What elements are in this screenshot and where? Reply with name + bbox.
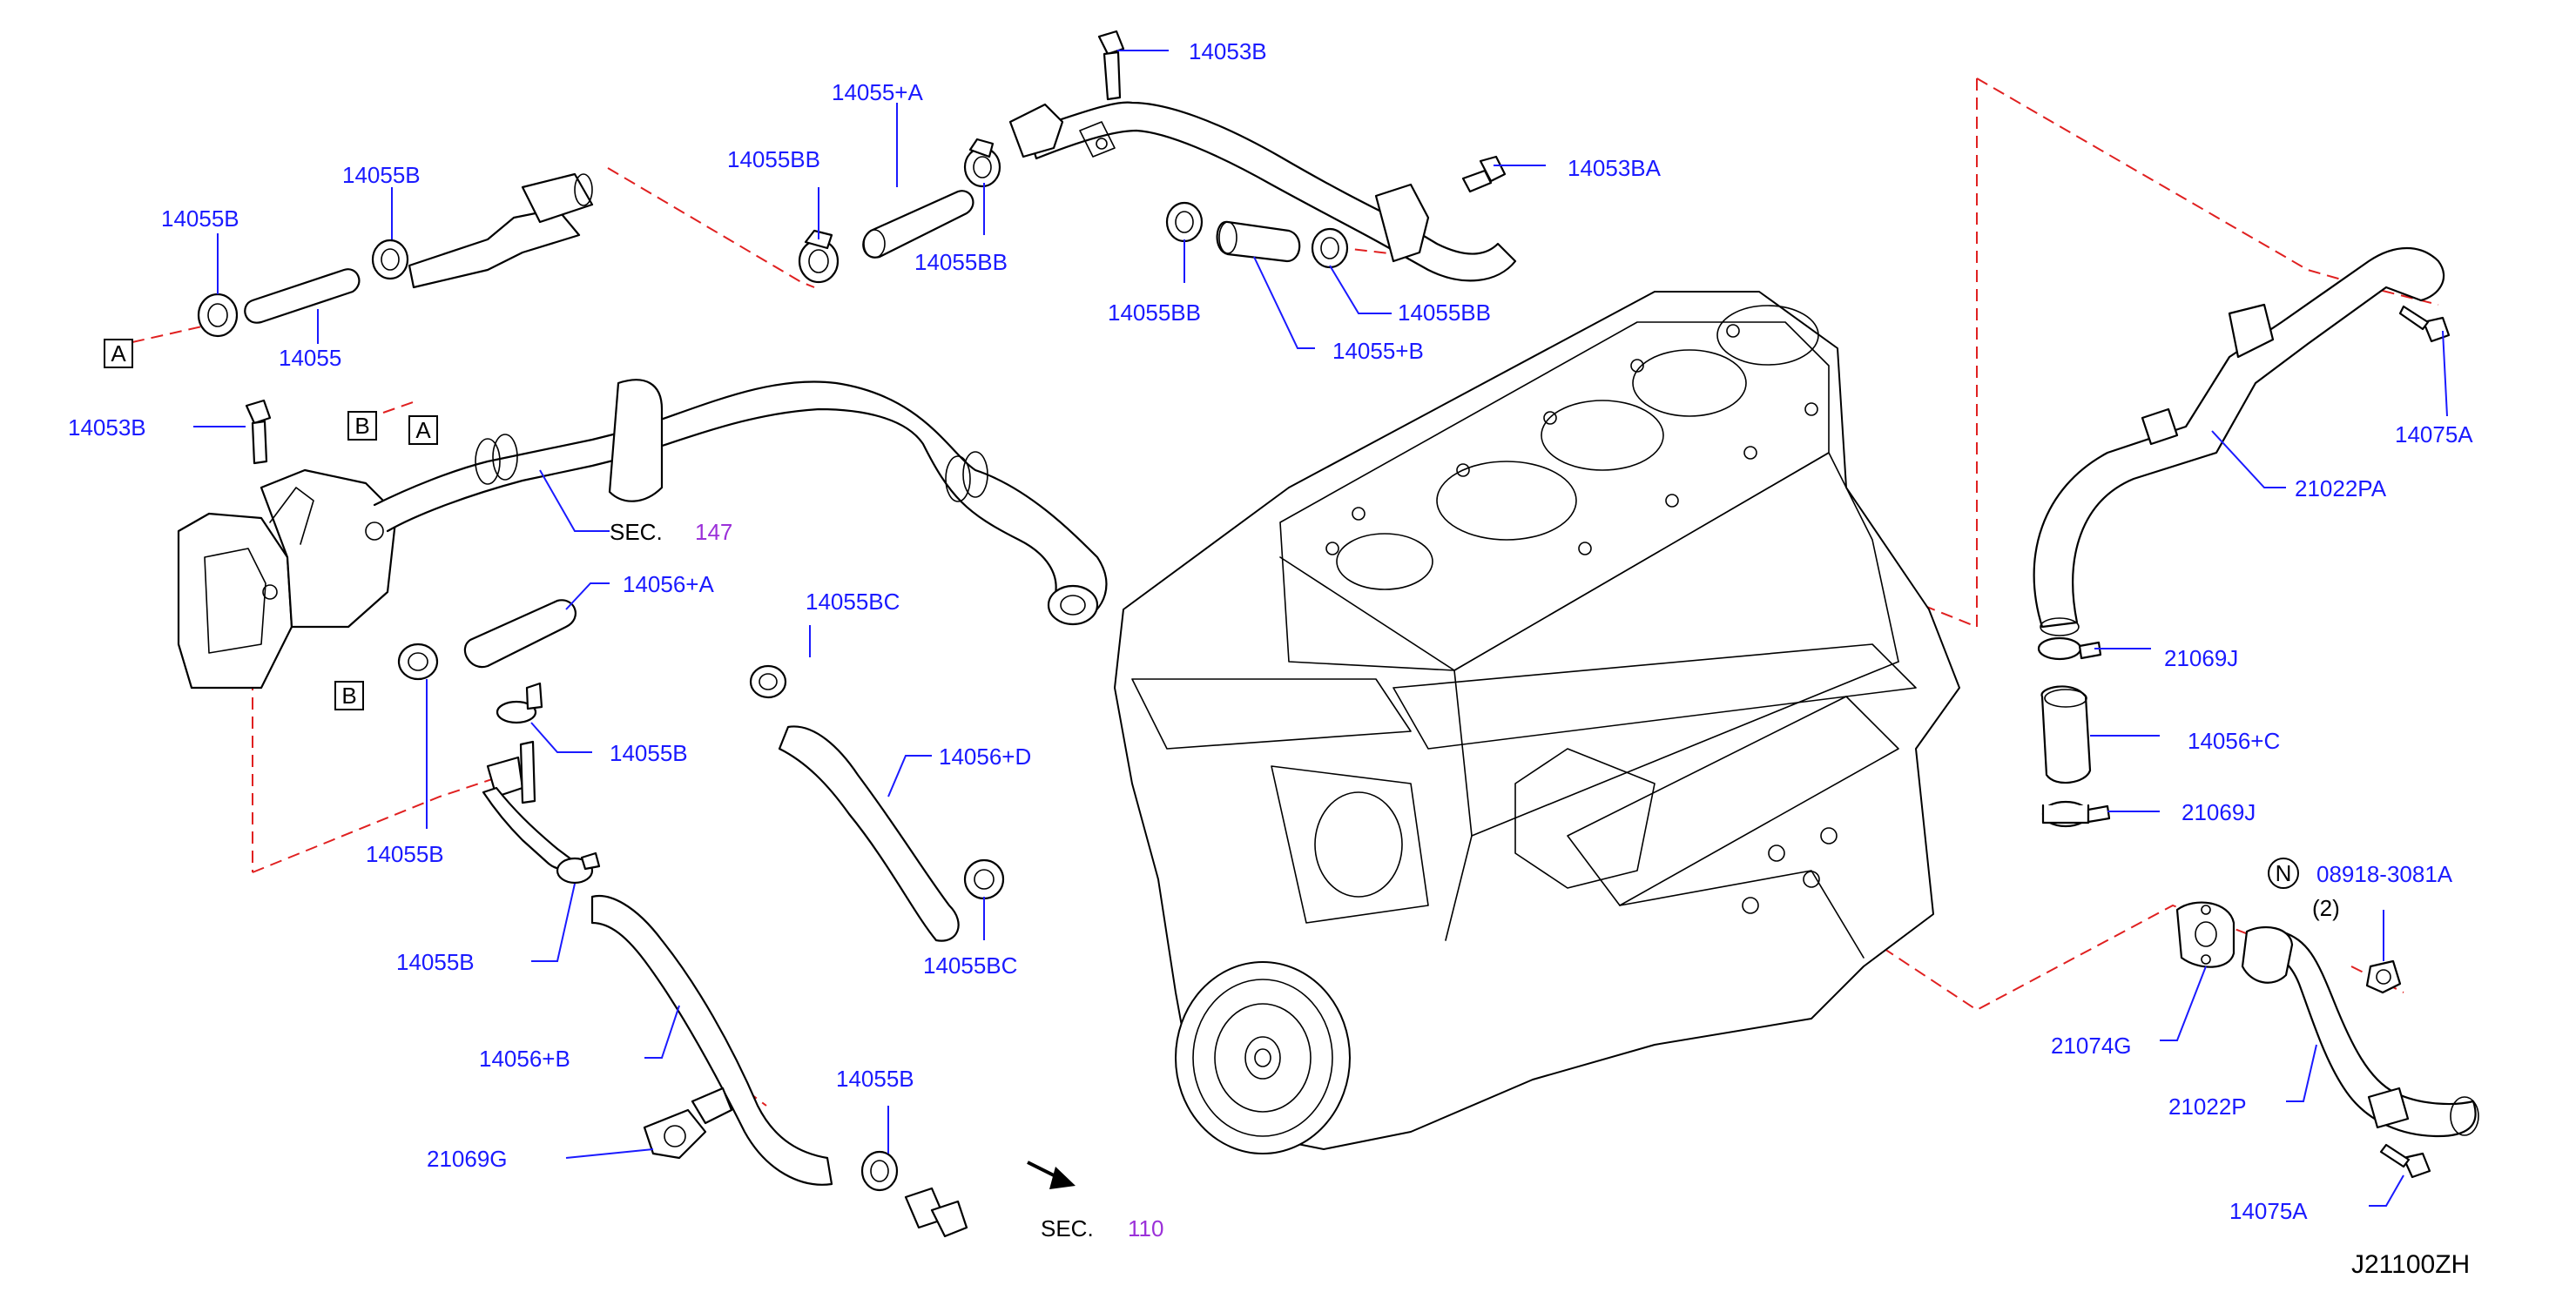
ref-B-mid-text: B [341,683,356,709]
hose-14055B-upper [1216,220,1301,263]
bolt-14075A-top [2398,305,2451,343]
label-14056B: 14056+B [479,1046,570,1072]
label-14055: 14055 [279,345,341,371]
clamp-21069J [2041,800,2111,828]
label-08918-3081A: 08918-3081A [2316,861,2453,887]
sec110-prefix: SEC. [1041,1215,1094,1242]
label-14055B-4: 14055B [366,841,444,867]
tube-14055-fitting [408,172,594,289]
label-14055BC-2: 14055BC [923,952,1017,979]
label-21022P: 21022P [2168,1093,2247,1120]
part-labels: 14053B 14055+A 14055BB 14055BB 14053BA 1… [68,38,2473,1242]
clamp-14055B-mid-2 [496,682,543,724]
clamp-14055B-top-2 [371,239,409,280]
nut-08918-3081A [2365,959,2402,994]
label-21069J-top: 21069J [2164,645,2238,671]
ref-A-mid-text: A [415,417,431,443]
hose-14056D [778,725,960,942]
bolt-14075A-bottom [2379,1143,2431,1179]
label-14075A-2: 14075A [2229,1198,2308,1224]
label-14055B-2: 14055B [161,205,239,232]
ref-B-text: B [354,413,369,439]
label-14075A-1: 14075A [2395,421,2473,447]
hose-14055A [862,190,974,259]
bolt-14053B-left [245,399,272,465]
sec110-number: 110 [1128,1215,1163,1242]
hose-14056C [2040,685,2092,784]
label-14055BC-1: 14055BC [806,589,900,615]
water-pipe-top [1008,101,1517,282]
ref-box-B-top: B [347,411,377,441]
ref-box-A-mid: A [408,415,438,445]
diagram-code: J21100ZH [2351,1250,2470,1279]
clamp-14055BB-2 [963,138,1001,188]
label-14055B-3: 14055B [610,740,688,766]
label-14053BA: 14053BA [1568,155,1662,181]
label-14055B-5: 14055B [396,949,475,975]
bolt-14053B-top [1097,30,1125,101]
arrow-sec110 [1027,1161,1076,1189]
bolt-14053BA [1461,155,1507,193]
label-14053B-top: 14053B [1189,38,1267,64]
label-14055BB-2: 14055BB [914,249,1008,275]
label-14055BB-3: 14055BB [1108,299,1201,326]
label-14055A: 14055+A [832,79,923,105]
pipe-21022P [2241,925,2479,1138]
clamp-14055BC-1 [749,664,787,699]
clamp-14055BC-2 [963,858,1005,900]
ref-N-text: N [2276,860,2292,886]
sec147-prefix: SEC. [610,519,663,545]
gasket-21074G [2175,901,2235,968]
ref-A-text: A [111,340,126,367]
label-14056A: 14056+A [623,571,714,597]
clamp-14055B-mid-3 [556,851,601,885]
clamp-14055B-mid-1 [397,643,439,681]
label-14055BB-1: 14055BB [727,146,820,172]
ref-circle-N: N [2268,858,2299,889]
pipe-21022PA [2033,246,2445,636]
label-21069J: 21069J [2182,799,2256,825]
clamp-14055BB-4 [1311,227,1349,269]
label-14053B-left: 14053B [68,414,146,441]
label-14055B-1: 14055B [342,162,421,188]
clamp-21069J-top [2037,636,2102,661]
ref-box-B-mid: B [334,681,364,710]
egr-tube [373,379,1108,626]
hose-14056A [463,599,577,669]
hose-14056B [590,895,833,1186]
label-14056D: 14056+D [939,744,1031,770]
label-14055B-plus: 14055+B [1332,338,1424,364]
label-21022PA: 21022PA [2295,475,2387,501]
clamp-14055B-top-1 [197,293,239,338]
clamp-14055BB-3 [1165,201,1204,243]
label-14055B-6: 14055B [836,1066,914,1092]
fitting-14055B [482,740,577,870]
label-21074G: 21074G [2051,1033,2132,1059]
engine-block [1114,291,1960,1154]
ref-box-A-top: A [104,339,133,368]
label-08918-qty: (2) [2312,895,2340,921]
clamp-21069G [643,1087,733,1160]
egr-cooler-housing [177,468,398,690]
sec147-number: 147 [695,519,732,545]
label-14056C: 14056+C [2188,728,2280,754]
clamp-14055B-bottom [860,1150,899,1192]
fitting-sec110 [904,1187,968,1238]
label-21069G: 21069G [427,1146,508,1172]
label-14055BB-4: 14055BB [1398,299,1491,326]
hose-14055 [244,268,361,324]
leader-lines [193,50,2448,1207]
